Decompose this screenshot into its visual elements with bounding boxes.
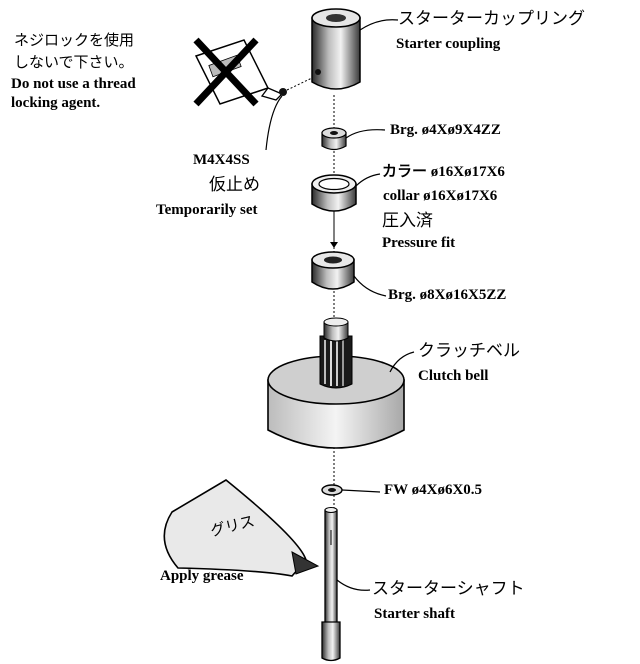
no-threadlock-note-en-1: Do not use a thread xyxy=(11,76,136,92)
starter-coupling-part xyxy=(311,8,361,90)
temporarily-set-label-en: Temporarily set xyxy=(156,202,258,218)
leader-lines xyxy=(265,19,415,591)
starter-coupling-label-en: Starter coupling xyxy=(396,36,501,52)
small-bearing-part xyxy=(321,127,347,151)
grease-tube xyxy=(163,479,320,577)
large-bearing-part xyxy=(311,251,355,290)
prohibited-cross-icon xyxy=(193,37,259,107)
small-bearing-label: Brg. ø4Xø9X4ZZ xyxy=(390,122,501,138)
temporarily-set-label-jp: 仮止め xyxy=(209,175,260,195)
clutch-bell-label-en: Clutch bell xyxy=(418,368,489,384)
no-threadlock-note-jp-2: しないで下さい。 xyxy=(14,53,134,71)
flat-washer-part xyxy=(321,484,343,496)
large-bearing-label: Brg. ø8Xø16X5ZZ xyxy=(388,287,507,303)
set-screw-label: M4X4SS xyxy=(193,152,250,168)
apply-grease-label: Apply grease xyxy=(160,568,244,584)
clutch-bell-part xyxy=(267,317,405,449)
clutch-bell-label-jp: クラッチベル xyxy=(418,341,520,361)
flat-washer-label: FW ø4Xø6X0.5 xyxy=(384,482,483,498)
pressure-fit-label-jp: 圧入済 xyxy=(382,211,433,231)
starter-shaft-label-jp: スターターシャフト xyxy=(372,579,525,599)
starter-coupling-label-jp: スターターカップリング xyxy=(398,9,585,29)
starter-shaft-label-en: Starter shaft xyxy=(374,606,455,622)
no-threadlock-note-jp-1: ネジロックを使用 xyxy=(14,31,135,49)
starter-shaft-part xyxy=(321,507,341,662)
collar-label-jp: カラー ø16Xø17X6 xyxy=(382,164,505,180)
set-screw-part xyxy=(279,77,313,96)
collar-part xyxy=(311,174,357,248)
pressure-fit-label-en: Pressure fit xyxy=(382,235,456,251)
no-threadlock-note-en-2: locking agent. xyxy=(11,95,101,111)
collar-label-en: collar ø16Xø17X6 xyxy=(383,188,498,204)
